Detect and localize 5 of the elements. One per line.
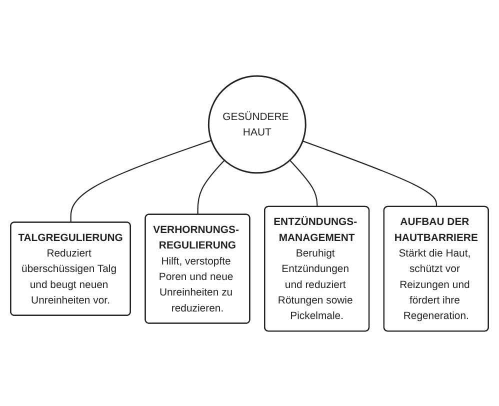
connector xyxy=(302,140,438,206)
node-circle: GESÜNDERE HAUT xyxy=(208,74,306,174)
connector xyxy=(197,159,225,214)
connector xyxy=(70,139,212,222)
connector xyxy=(289,159,318,206)
